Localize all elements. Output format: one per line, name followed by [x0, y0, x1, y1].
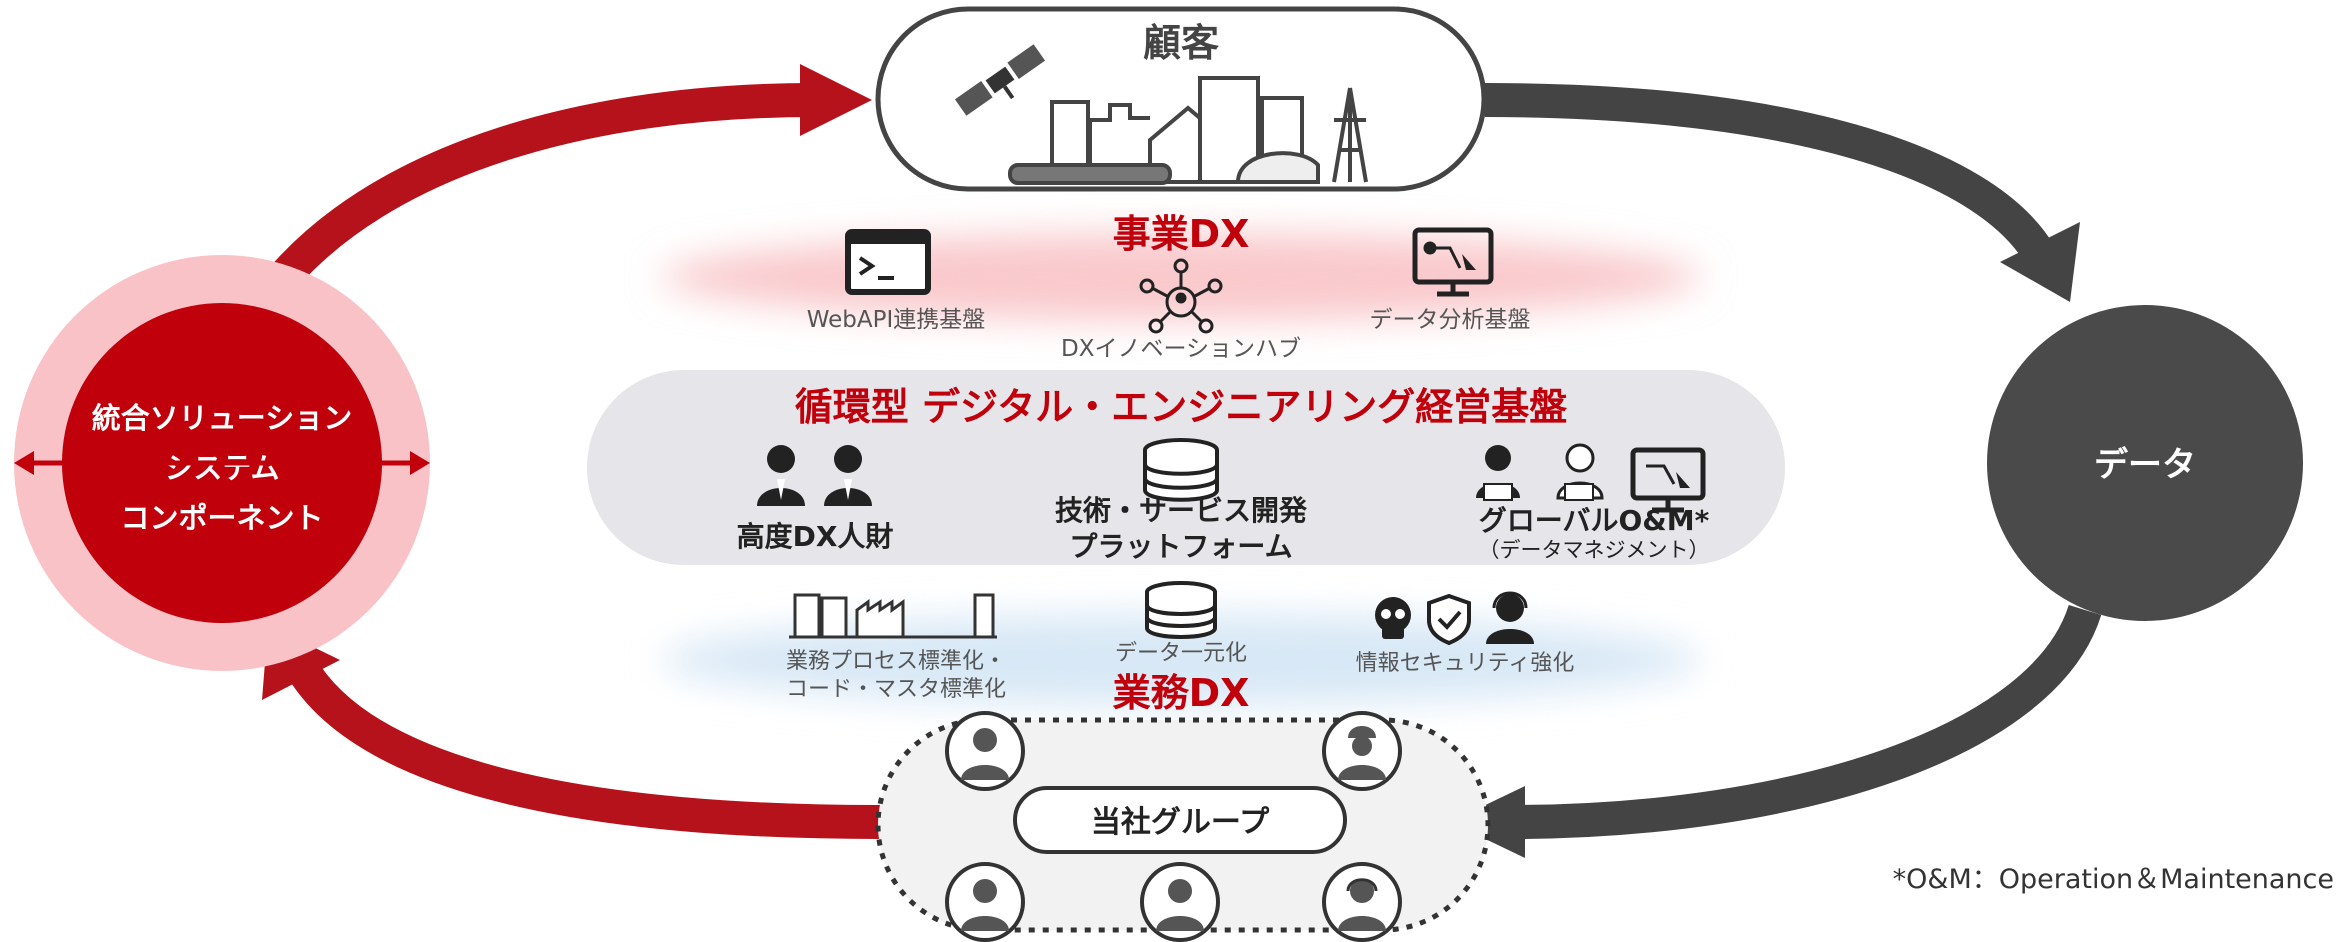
engineer-icon — [1476, 443, 1604, 501]
business-person-icon — [757, 445, 872, 506]
webapi-label: WebAPI連携基盤 — [807, 307, 986, 333]
business-dx-title: 事業DX — [1113, 212, 1250, 256]
footnote: *O&M：Operation＆Maintenance — [1893, 864, 2334, 895]
arrow-to-data — [1484, 83, 2055, 265]
database-icon — [1143, 438, 1219, 502]
support-headset-icon — [1486, 591, 1534, 644]
integrated-line-1: 統合ソリューション — [92, 401, 352, 435]
arrow-to-data-head — [2000, 222, 2080, 302]
customer-title: 顧客 — [1143, 21, 1219, 65]
person-avatar-icon — [1140, 862, 1220, 942]
arrow-to-integrated — [285, 656, 881, 839]
group-label-box — [1013, 786, 1347, 854]
integrated-line-2: システム — [164, 451, 279, 485]
person-avatar-icon — [1322, 711, 1402, 791]
network-hub-icon — [1139, 258, 1223, 334]
standardize-line-2: コード・マスタ標準化 — [786, 677, 1006, 702]
unify-label: データ一元化 — [1115, 641, 1247, 666]
innovation-label: DXイノベーションハブ — [1061, 336, 1301, 362]
standardize-line-1: 業務プロセス標準化・ — [786, 649, 1006, 674]
skull-icon — [1375, 597, 1411, 639]
global-sublabel: （データマネジメント） — [1479, 538, 1710, 562]
global-label: グローバルO&M* — [1479, 504, 1710, 537]
terminal-icon — [845, 229, 931, 295]
person-avatar-icon — [1322, 862, 1402, 942]
arrow-to-customer — [240, 83, 816, 325]
factory-icon — [789, 593, 997, 639]
group-label: 当社グループ — [1091, 805, 1270, 840]
operations-dx-title: 業務DX — [1113, 671, 1250, 715]
data-label: データ — [2094, 445, 2196, 485]
person-avatar-icon — [945, 862, 1025, 942]
bidirectional-arrow — [14, 451, 430, 475]
database-icon — [1145, 581, 1217, 639]
talent-label: 高度DX人財 — [737, 520, 894, 553]
devplatform-line-2: プラットフォーム — [1069, 530, 1292, 563]
analytics-label: データ分析基盤 — [1370, 307, 1531, 333]
city-icon — [1008, 76, 1368, 185]
satellite-icon — [954, 44, 1046, 116]
analytics-monitor-icon — [1630, 447, 1706, 513]
analytics-monitor-icon — [1412, 227, 1494, 297]
arrow-to-group — [1509, 604, 2102, 839]
arrow-to-customer-head — [800, 64, 872, 136]
data-circle — [1987, 305, 2303, 621]
shield-check-icon — [1427, 593, 1471, 646]
platform-title: 循環型 デジタル・エンジニアリング経営基盤 — [795, 385, 1567, 429]
person-avatar-icon — [945, 711, 1025, 791]
devplatform-line-1: 技術・サービス開発 — [1055, 494, 1308, 527]
integrated-line-3: コンポーネント — [120, 501, 323, 535]
security-label: 情報セキュリティ強化 — [1356, 651, 1575, 676]
